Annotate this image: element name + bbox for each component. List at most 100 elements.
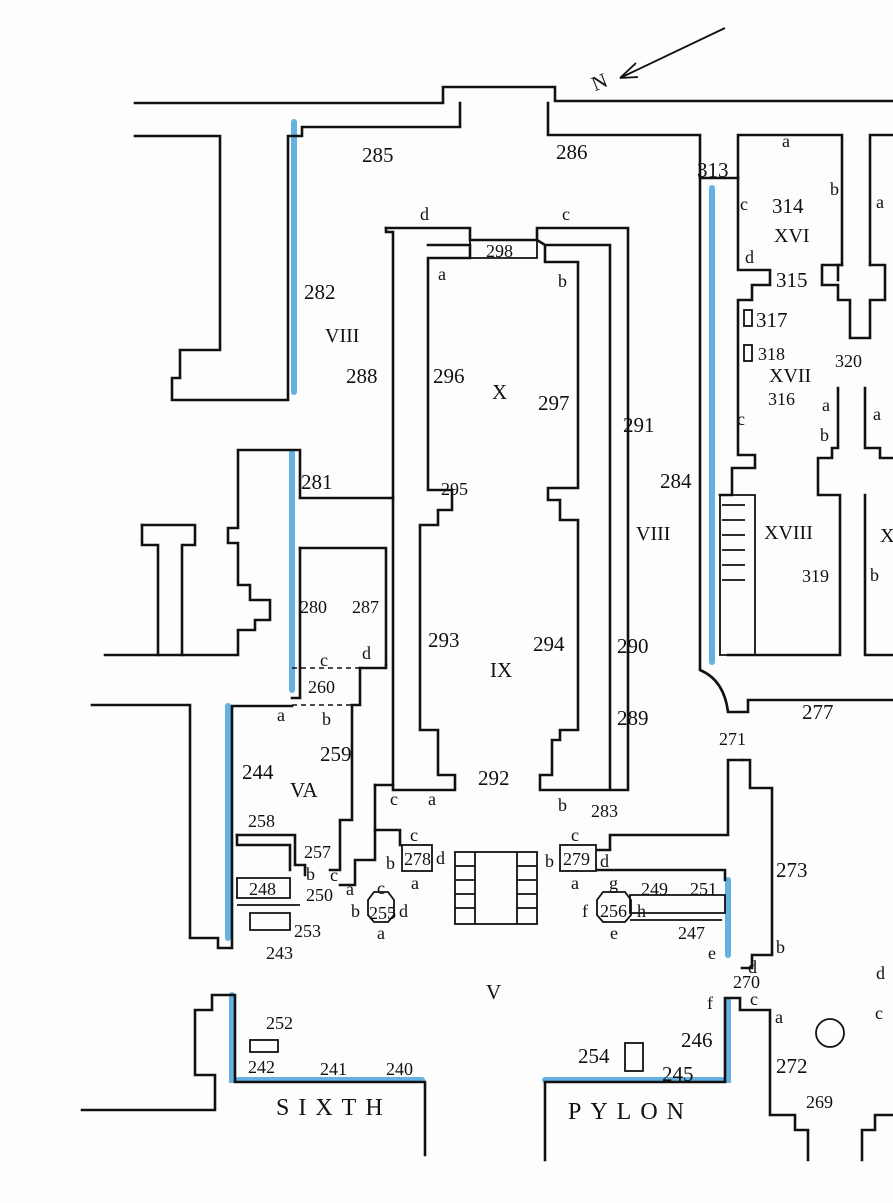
room-280 [298, 546, 388, 667]
label-318: 318 [758, 344, 785, 364]
north-arrow-icon [619, 27, 726, 79]
letter-c: c [377, 878, 385, 898]
roman-xviii: XVIII [764, 522, 813, 544]
blue-wall-245 [542, 997, 731, 1083]
chamber-318 [743, 344, 753, 362]
label-270: 270 [733, 972, 760, 992]
label-260: 260 [308, 677, 335, 697]
label-314: 314 [772, 194, 804, 218]
letter-c: c [320, 650, 328, 670]
label-286: 286 [556, 140, 588, 164]
label-279: 279 [563, 849, 590, 869]
label-243: 243 [266, 943, 293, 963]
sixth-pylon [80, 993, 427, 1157]
label-317: 317 [756, 308, 788, 332]
letter-b: b [351, 901, 360, 921]
roman-x-edge: X [880, 525, 893, 547]
room-258 [235, 833, 307, 877]
letter-a: a [411, 873, 419, 893]
blue-wall-242 [229, 992, 425, 1083]
letter-c: c [750, 989, 758, 1009]
caption-pylon: PYLON [568, 1099, 694, 1125]
letter-d: d [748, 957, 757, 977]
label-278: 278 [404, 849, 431, 869]
letter-a: a [782, 131, 790, 151]
letter-h: h [637, 901, 646, 921]
letter-c: c [410, 825, 418, 845]
letter-a: a [775, 1007, 783, 1027]
letter-b: b [558, 271, 567, 291]
letter-a: a [822, 395, 830, 415]
roman-viii-right: VIII [636, 523, 671, 545]
label-295: 295 [441, 479, 468, 499]
label-313: 313 [697, 158, 729, 182]
label-298: 298 [486, 241, 513, 261]
letter-d: d [420, 204, 429, 224]
caption-sixth: SIXTH [276, 1095, 392, 1121]
roman-ix: IX [490, 658, 513, 682]
north-wall-inner [133, 101, 462, 402]
roman-va: VA [290, 778, 318, 802]
label-241: 241 [320, 1059, 347, 1079]
label-287: 287 [352, 597, 379, 617]
label-250: 250 [306, 885, 333, 905]
letter-f: f [707, 993, 713, 1013]
label-242: 242 [248, 1057, 275, 1077]
letter-b: b [322, 709, 331, 729]
letter-d: d [399, 901, 408, 921]
label-294: 294 [533, 632, 565, 656]
letter-a: a [346, 879, 354, 899]
north-wall [133, 85, 893, 105]
letter-d: d [600, 851, 609, 871]
label-315: 315 [776, 268, 808, 292]
label-248: 248 [249, 879, 276, 899]
label-282: 282 [304, 280, 336, 304]
letter-d: d [876, 963, 885, 983]
label-255: 255 [369, 903, 396, 923]
label-247: 247 [678, 923, 705, 943]
label-272: 272 [776, 1054, 808, 1078]
letter-c: c [737, 409, 745, 429]
roman-xvii: XVII [769, 365, 812, 387]
label-259: 259 [320, 742, 352, 766]
letter-d: d [362, 643, 371, 663]
letter-c: c [562, 204, 570, 224]
letter-e: e [708, 943, 716, 963]
room-253 [249, 912, 291, 931]
room-249 [629, 894, 726, 914]
label-251: 251 [690, 879, 717, 899]
label-256: 256 [600, 901, 627, 921]
label-320: 320 [835, 351, 862, 371]
label-273: 273 [776, 858, 808, 882]
letter-b: b [306, 864, 315, 884]
roman-v: V [486, 980, 502, 1004]
shrine-256 [596, 891, 632, 923]
label-297: 297 [538, 391, 570, 415]
letter-g: g [609, 873, 618, 893]
pylon [543, 996, 810, 1162]
letter-a: a [571, 873, 579, 893]
label-252: 252 [266, 1013, 293, 1033]
letter-e: e [610, 923, 618, 943]
label-271: 271 [719, 729, 746, 749]
roman-x: X [492, 380, 508, 404]
label-280: 280 [300, 597, 327, 617]
letter-c: c [390, 789, 398, 809]
label-246: 246 [681, 1028, 713, 1052]
label-285: 285 [362, 143, 394, 167]
shrine-255 [367, 891, 395, 923]
label-284: 284 [660, 469, 692, 493]
label-283: 283 [591, 801, 618, 821]
label-245: 245 [662, 1062, 694, 1086]
label-257: 257 [304, 842, 331, 862]
label-254: 254 [578, 1044, 610, 1068]
shrine-278 [401, 844, 433, 872]
label-249: 249 [641, 879, 668, 899]
letter-d: d [745, 247, 754, 267]
letter-c: c [875, 1003, 883, 1023]
altar-table [454, 851, 538, 925]
letter-f: f [582, 901, 588, 921]
label-253: 253 [294, 921, 321, 941]
letter-b: b [558, 795, 567, 815]
